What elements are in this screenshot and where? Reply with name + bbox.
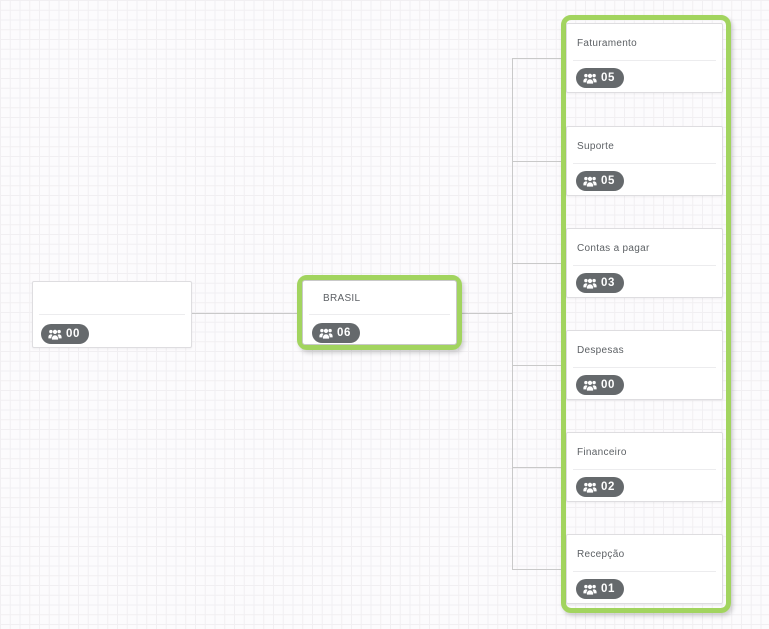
member-count: 00 [601,379,615,391]
node-child-card[interactable]: Financeiro 02 [566,432,723,502]
member-count: 05 [601,175,615,187]
users-icon [319,328,333,339]
users-icon [583,482,597,493]
node-divider [309,314,450,315]
node-title: Contas a pagar [577,243,650,254]
node-brasil[interactable]: BRASIL 06 [302,280,457,345]
selection-frame-brasil: BRASIL 06 [297,275,462,350]
users-icon [583,380,597,391]
node-divider [573,469,716,470]
node-divider [573,60,716,61]
node-divider [573,163,716,164]
member-count-badge[interactable]: 03 [576,273,624,293]
member-count: 05 [601,72,615,84]
users-icon [48,329,62,340]
connector-branch [513,263,561,264]
node-root[interactable]: 00 [32,281,192,348]
users-icon [583,176,597,187]
member-count: 03 [601,277,615,289]
node-title: Suporte [577,141,615,152]
member-count-badge[interactable]: 05 [576,171,624,191]
users-icon [583,278,597,289]
node-child-card[interactable]: Despesas 00 [566,330,723,400]
connector-trunk [512,58,513,570]
connector-branch [513,569,561,570]
member-count-badge[interactable]: 02 [576,477,624,497]
member-count-badge[interactable]: 01 [576,579,624,599]
member-count-badge[interactable]: 00 [41,324,89,344]
connector-branch [513,467,561,468]
node-divider [573,571,716,572]
node-title: Financeiro [577,447,627,458]
connector-branch [513,161,561,162]
node-child-card[interactable]: Faturamento 05 [566,23,723,93]
node-title: Recepção [577,549,625,560]
users-icon [583,73,597,84]
selection-frame-children-group [561,15,731,613]
connector-branch [513,365,561,366]
node-title: BRASIL [323,293,361,304]
member-count-badge[interactable]: 06 [312,323,360,343]
member-count: 01 [601,583,615,595]
node-title: Despesas [577,345,624,356]
node-child-card[interactable]: Suporte 05 [566,126,723,196]
member-count: 00 [66,328,80,340]
node-divider [573,367,716,368]
node-child-card[interactable]: Contas a pagar 03 [566,228,723,298]
connector-brasil-to-trunk [462,313,512,314]
connector-root-to-brasil [192,313,297,314]
node-title: Faturamento [577,38,637,49]
users-icon [583,584,597,595]
node-title [33,282,191,314]
node-divider [39,314,185,315]
member-count-badge[interactable]: 05 [576,68,624,88]
node-child-card[interactable]: Recepção 01 [566,534,723,604]
member-count-badge[interactable]: 00 [576,375,624,395]
connector-branch [513,58,561,59]
node-divider [573,265,716,266]
member-count: 02 [601,481,615,493]
member-count: 06 [337,327,351,339]
